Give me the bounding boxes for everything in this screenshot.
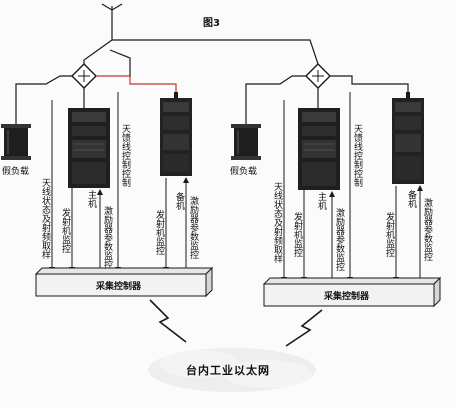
right-antenna-control-label: 天馈线控制控制	[352, 124, 362, 187]
left-backup-exciter-label: 激励器参数监控	[188, 196, 198, 259]
right-main-tx-monitor-label: 发射机监控	[292, 212, 302, 257]
network-label: 台内工业以太网	[186, 364, 270, 377]
right-dummy-load-icon	[231, 124, 261, 160]
right-antenna-sampling-label: 天线状态及射频取样	[272, 182, 282, 263]
left-dummy-load-label: 假负载	[2, 167, 30, 177]
right-network-link	[285, 309, 323, 347]
antenna-icon	[101, 3, 123, 40]
antenna-feed-right	[112, 39, 319, 65]
antenna-feed-left	[83, 39, 113, 70]
right-controller-box	[262, 276, 442, 308]
left-main-rack-icon	[68, 108, 110, 188]
left-controller-box	[34, 266, 214, 298]
right-backup-exciter-label: 激励器参数监控	[422, 198, 432, 261]
left-antenna-sampling-label: 天线状态及射频取样	[40, 178, 50, 259]
left-main-exciter-label: 激励器参数监控	[102, 206, 112, 269]
left-main-tx-monitor-label: 发射机监控	[60, 208, 70, 253]
right-backup-tx-monitor-label: 发射机监控	[384, 212, 394, 257]
left-network-link	[149, 299, 187, 343]
left-rf-switch	[71, 63, 97, 89]
left-backup-tx-monitor-label: 发射机监控	[154, 210, 164, 255]
right-backup-rack-icon	[392, 92, 424, 184]
left-backup-rack-icon	[160, 92, 192, 176]
right-dummy-load-label: 假负载	[230, 167, 258, 177]
figure-title: 图3	[203, 18, 220, 29]
right-main-exciter-label: 激励器参数监控	[334, 208, 344, 271]
right-controller-label: 采集控制器	[324, 292, 370, 302]
left-backup-label: 备机	[174, 192, 184, 210]
right-main-label: 主机	[316, 192, 326, 210]
left-controller-label: 采集控制器	[96, 282, 142, 292]
right-main-rack-icon	[298, 108, 340, 190]
right-backup-label: 备机	[406, 190, 416, 208]
left-main-label: 主机	[86, 190, 96, 208]
right-rf-switch	[305, 63, 331, 89]
left-dummy-load-icon	[1, 124, 31, 160]
left-antenna-control-label: 天馈线控制控制	[120, 124, 130, 187]
